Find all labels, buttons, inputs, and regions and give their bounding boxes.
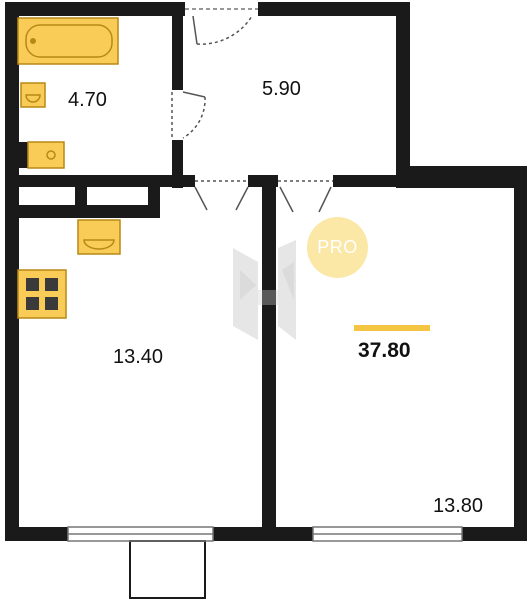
- room-area-hallway: 5.90: [262, 78, 301, 100]
- sink-icon: [20, 82, 46, 108]
- bathtub-icon: [17, 17, 119, 65]
- stove-icon: [17, 269, 67, 319]
- kitchen-sink-icon: [77, 219, 121, 255]
- total-area-underline: [354, 325, 430, 331]
- windows: [67, 8, 463, 542]
- watermark-logo: [233, 240, 296, 340]
- room-area-kitchen: 13.40: [113, 346, 164, 368]
- doors: [171, 15, 333, 213]
- room-area-bathroom: 4.70: [68, 89, 107, 111]
- walls: [5, 2, 527, 599]
- pro-badge: PRO: [307, 217, 368, 278]
- toilet-icon: [18, 141, 65, 169]
- total-area: 37.80: [358, 339, 411, 362]
- room-area-bedroom: 13.80: [433, 495, 484, 517]
